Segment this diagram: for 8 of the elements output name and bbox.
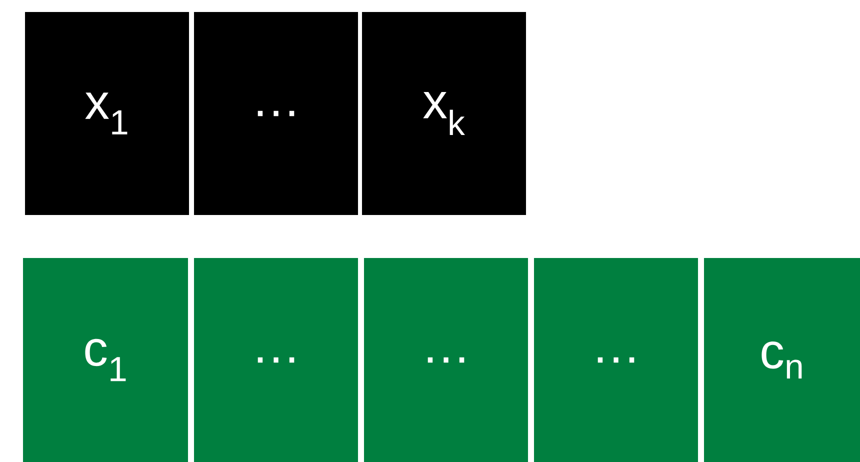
output-cell: … (364, 258, 528, 462)
input-cell: x$_{1}$ (25, 12, 189, 215)
output-cell: c$_{1}$ (23, 258, 188, 462)
input-cell: x$_{k}$ (362, 12, 526, 215)
output-cell: … (194, 258, 358, 462)
output-cell: … (534, 258, 698, 462)
input-cell: … (194, 12, 358, 215)
output-cell: c$_{n}$ (704, 258, 860, 462)
